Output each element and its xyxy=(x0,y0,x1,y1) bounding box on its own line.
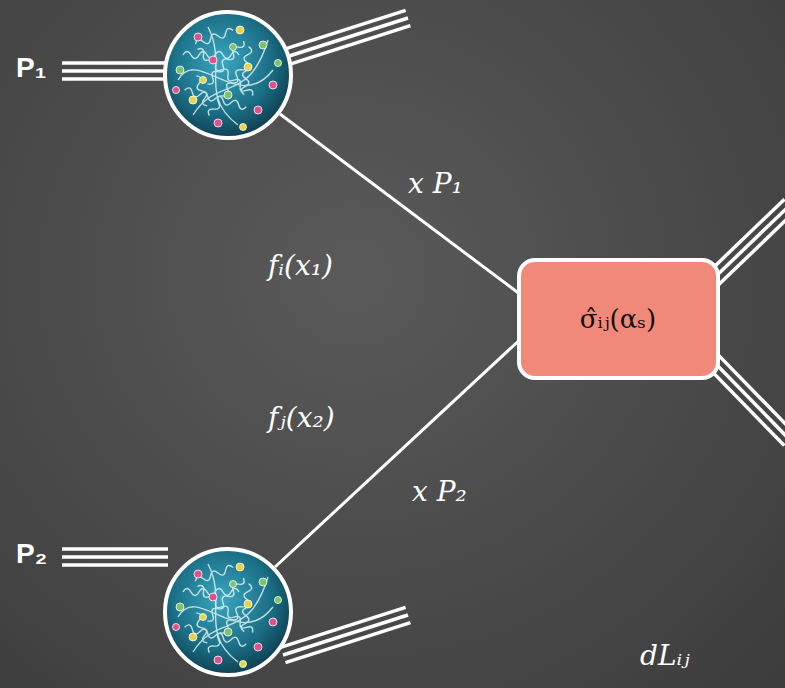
beam-label: P₂ xyxy=(16,538,47,570)
process-box: σ̂ᵢⱼ(αₛ) xyxy=(517,258,720,380)
formula-label: dLᵢⱼ xyxy=(640,640,690,672)
proton-bottom xyxy=(165,549,291,675)
formula-label: x P₁ xyxy=(408,168,463,200)
formula-label: fᵢ(x₁) xyxy=(268,250,333,282)
formula-label: x P₂ xyxy=(412,476,467,508)
beam-label: P₁ xyxy=(16,52,46,84)
formula-label: fⱼ(x₂) xyxy=(268,402,335,434)
process-label: σ̂ᵢⱼ(αₛ) xyxy=(580,304,656,334)
proton-top xyxy=(165,12,291,138)
